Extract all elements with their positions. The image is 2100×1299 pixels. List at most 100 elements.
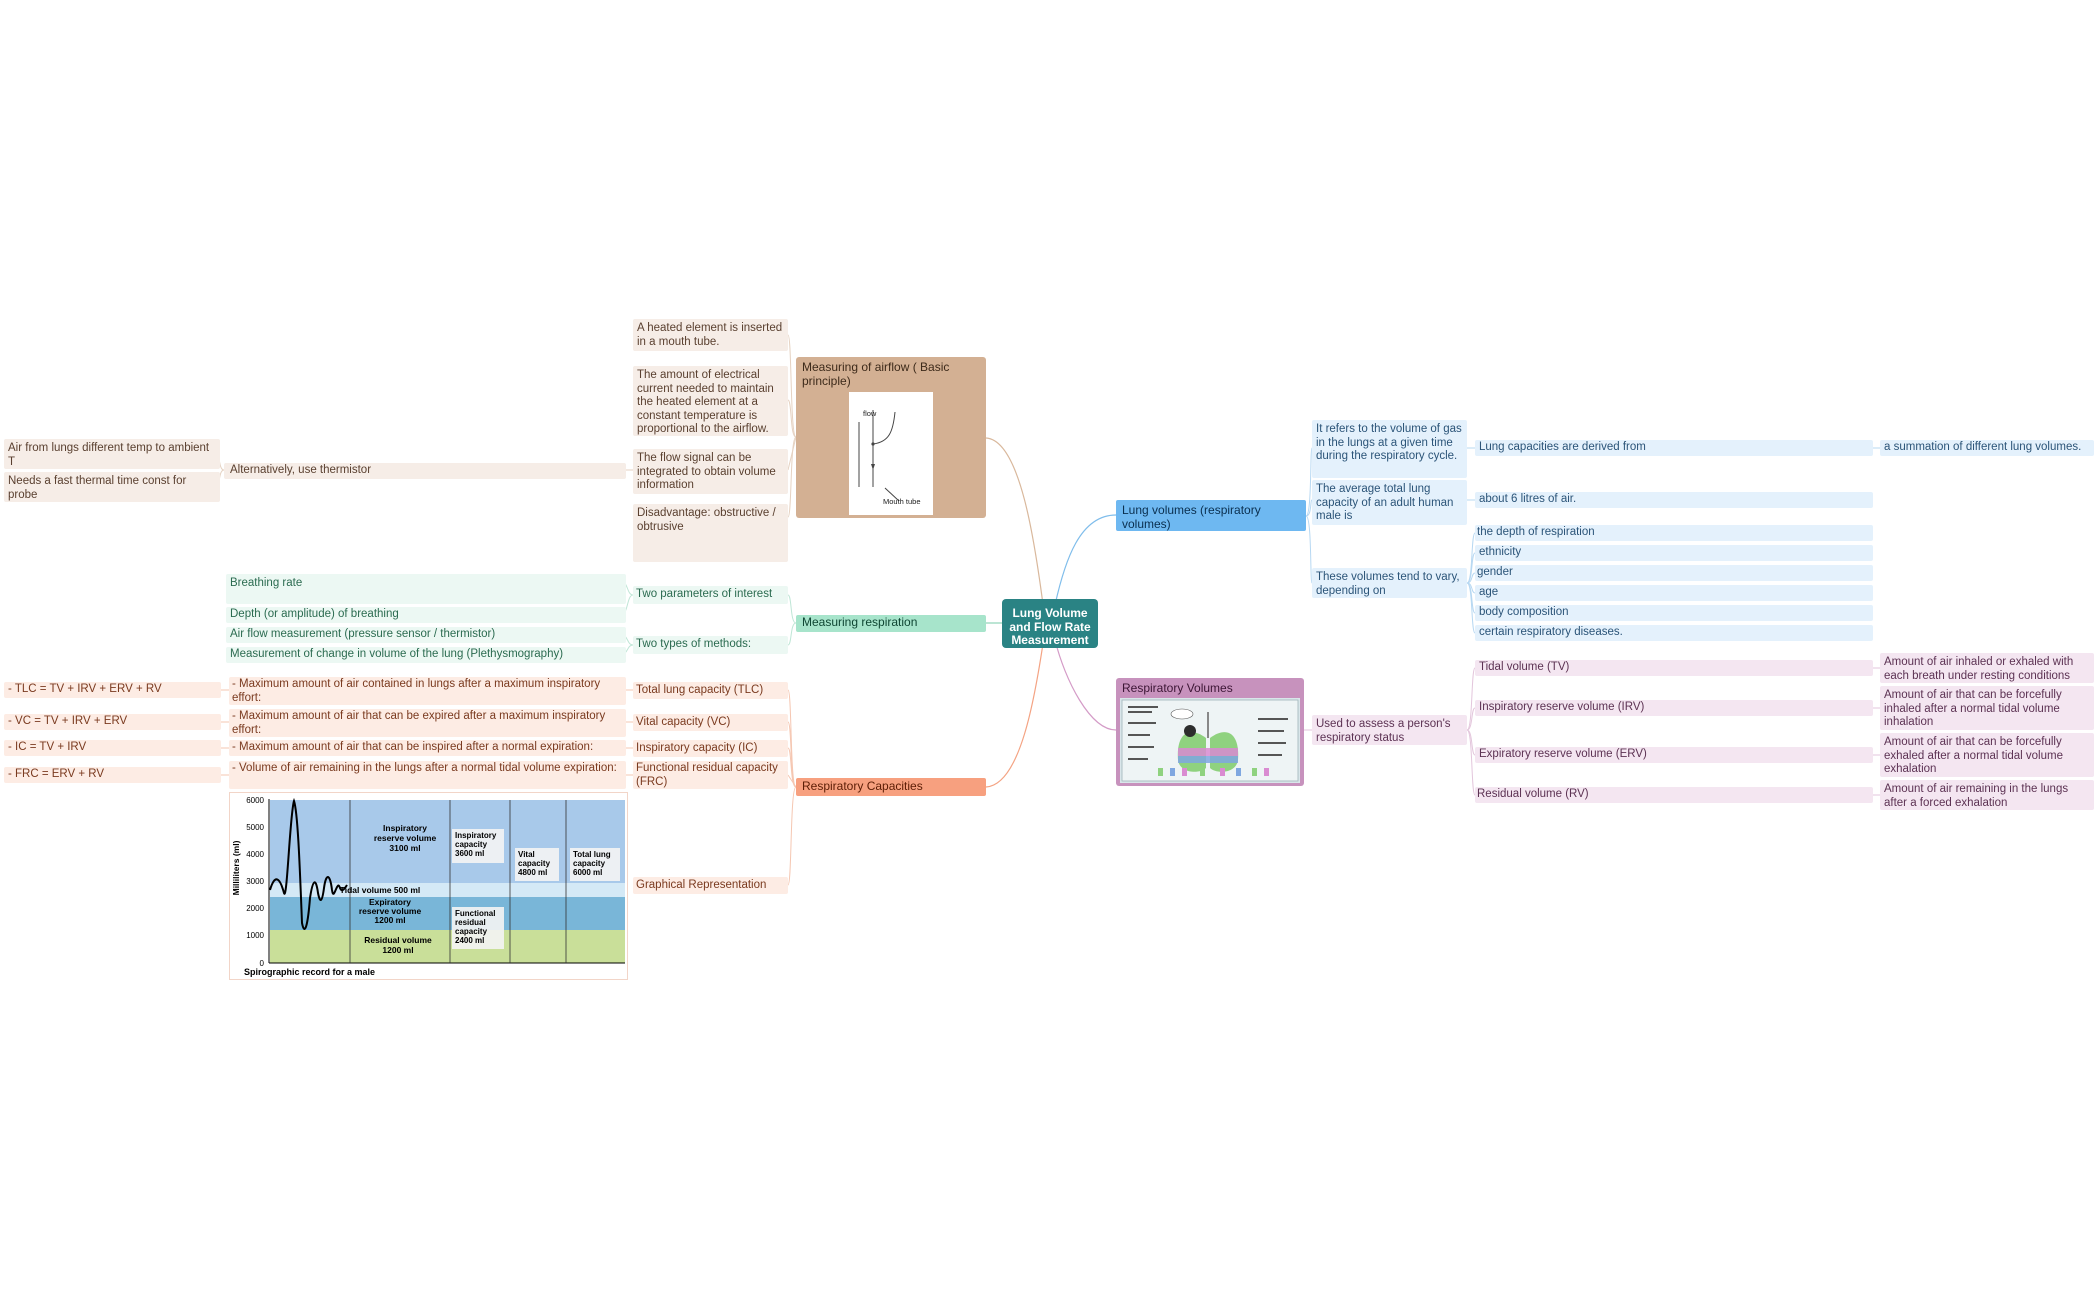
breath-trace (269, 797, 348, 930)
volumes-definition-text: It refers to the volume of gas in the lu… (1316, 423, 1462, 462)
thermistor-node[interactable]: Alternatively, use thermistor (224, 463, 626, 479)
rv-desc-residual-text: Amount of air remaining in the lungs aft… (1884, 783, 2069, 809)
volumes-derived-value-text: a summation of different lung volumes. (1884, 441, 2082, 453)
capacity-tlc[interactable]: Total lung capacity (TLC) (633, 682, 788, 699)
branch-respiratory-capacities-label: Respiratory Capacities (802, 779, 923, 793)
tidal-label: Tidal volume 500 ml (340, 885, 421, 895)
tidal-band (270, 883, 625, 897)
resp-volumes-usage[interactable]: Used to assess a person's respiratory st… (1312, 715, 1467, 745)
ytick-2000: 2000 (246, 904, 264, 913)
capacity-ic-desc[interactable]: - Maximum amount of air that can be insp… (229, 740, 626, 756)
rv-desc-erv[interactable]: Amount of air that can be forcefully exh… (1880, 733, 2094, 777)
ytick-6000: 6000 (246, 796, 264, 805)
central-topic[interactable]: Lung Volume and Flow Rate Measurement (1002, 599, 1098, 648)
respiration-parameters[interactable]: Two parameters of interest (633, 586, 788, 604)
tlc-label-1: Total lung (573, 850, 611, 859)
capacity-frc-desc[interactable]: - Volume of air remaining in the lungs a… (229, 761, 626, 789)
formula-ic[interactable]: - IC = TV + IRV (4, 740, 221, 756)
branch-lung-volumes[interactable]: Lung volumes (respiratory volumes) (1116, 500, 1306, 531)
factor-age-text: age (1479, 586, 1499, 598)
capacity-ic[interactable]: Inspiratory capacity (IC) (633, 740, 788, 757)
capacity-vc-text: Vital capacity (VC) (636, 716, 731, 728)
rv-item-irv-text: Inspiratory reserve volume (IRV) (1479, 701, 1645, 713)
airflow-item-heated-text: A heated element is inserted in a mouth … (637, 322, 783, 348)
irv-label-3: 3100 ml (389, 843, 420, 853)
formula-tlc[interactable]: - TLC = TV + IRV + ERV + RV (4, 682, 221, 698)
factor-gender[interactable]: gender (1475, 565, 1873, 581)
thermistor-note-time[interactable]: Needs a fast thermal time const for prob… (4, 472, 220, 502)
rv-label-2: 1200 ml (382, 945, 413, 955)
volumes-derived-value[interactable]: a summation of different lung volumes. (1880, 440, 2094, 456)
volumes-average-value[interactable]: about 6 litres of air. (1475, 492, 1873, 508)
graphical-representation[interactable]: Graphical Representation (633, 877, 788, 894)
ytick-1000: 1000 (246, 931, 264, 940)
airflow-item-flow-signal-text: The flow signal can be integrated to obt… (637, 452, 776, 491)
tlc-label-3: 6000 ml (573, 868, 602, 877)
factor-ethnicity[interactable]: ethnicity (1475, 545, 1873, 561)
frc-label-3: capacity (455, 927, 488, 936)
ytick-0: 0 (260, 959, 265, 968)
capacity-vc[interactable]: Vital capacity (VC) (633, 714, 788, 731)
airflow-item-current[interactable]: The amount of electrical current needed … (633, 366, 788, 436)
volumes-average-value-text: about 6 litres of air. (1479, 493, 1577, 505)
factor-diseases[interactable]: certain respiratory diseases. (1475, 625, 1873, 641)
rv-desc-irv[interactable]: Amount of air that can be forcefully inh… (1880, 686, 2094, 730)
factor-depth[interactable]: the depth of respiration (1475, 525, 1873, 541)
method-plethysmography[interactable]: Measurement of change in volume of the l… (226, 647, 626, 663)
spirogram-image: 6000 5000 4000 3000 2000 1000 0 Millilit… (229, 792, 628, 980)
rv-item-erv[interactable]: Expiratory reserve volume (ERV) (1475, 747, 1873, 763)
capacity-tlc-desc[interactable]: - Maximum amount of air contained in lun… (229, 677, 626, 705)
parameter-breathing-rate[interactable]: Breathing rate (226, 574, 626, 604)
factor-age[interactable]: age (1475, 585, 1873, 601)
method-air-flow[interactable]: Air flow measurement (pressure sensor / … (226, 627, 626, 643)
capacity-vc-desc[interactable]: - Maximum amount of air that can be expi… (229, 709, 626, 737)
factor-gender-text: gender (1477, 566, 1513, 578)
ytick-4000: 4000 (246, 850, 264, 859)
volumes-vary[interactable]: These volumes tend to vary, depending on (1312, 568, 1467, 598)
vc-label-2: capacity (518, 859, 551, 868)
rv-item-residual[interactable]: Residual volume (RV) (1475, 787, 1873, 803)
volumes-average[interactable]: The average total lung capacity of an ad… (1312, 480, 1467, 525)
parameter-depth[interactable]: Depth (or amplitude) of breathing (226, 607, 626, 623)
branch-respiratory-volumes-label: Respiratory Volumes (1122, 681, 1233, 695)
thermistor-note-temp[interactable]: Air from lungs different temp to ambient… (4, 439, 220, 469)
rv-desc-residual[interactable]: Amount of air remaining in the lungs aft… (1880, 780, 2094, 810)
tlc-label-2: capacity (573, 859, 606, 868)
frc-label-1: Functional (455, 909, 495, 918)
volumes-derived[interactable]: Lung capacities are derived from (1475, 440, 1873, 456)
volumes-definition[interactable]: It refers to the volume of gas in the lu… (1312, 420, 1467, 478)
frc-label-2: residual (455, 918, 486, 927)
formula-vc[interactable]: - VC = TV + IRV + ERV (4, 714, 221, 730)
capacity-ic-text: Inspiratory capacity (IC) (636, 742, 758, 754)
respiration-methods-text: Two types of methods: (636, 638, 752, 650)
airflow-item-flow-signal[interactable]: The flow signal can be integrated to obt… (633, 449, 788, 494)
mouth-tube-label: Mouth tube (883, 497, 921, 506)
rv-desc-tidal[interactable]: Amount of air inhaled or exhaled with ea… (1880, 653, 2094, 683)
formula-frc[interactable]: - FRC = ERV + RV (4, 767, 221, 783)
graphical-representation-text: Graphical Representation (636, 879, 767, 891)
volumes-derived-text: Lung capacities are derived from (1479, 441, 1646, 453)
airflow-item-current-text: The amount of electrical current needed … (637, 369, 774, 435)
airflow-item-disadvantage[interactable]: Disadvantage: obstructive / obtrusive (633, 504, 788, 562)
volumes-vary-text: These volumes tend to vary, depending on (1316, 571, 1460, 597)
formula-ic-text: - IC = TV + IRV (8, 741, 87, 753)
capacity-frc[interactable]: Functional residual capacity (FRC) (633, 761, 788, 789)
respiration-parameters-text: Two parameters of interest (636, 588, 773, 600)
rv-item-tidal[interactable]: Tidal volume (TV) (1475, 660, 1873, 676)
airflow-item-disadvantage-text: Disadvantage: obstructive / obtrusive (637, 507, 776, 533)
thermistor-node-text: Alternatively, use thermistor (230, 464, 372, 476)
rv-item-irv[interactable]: Inspiratory reserve volume (IRV) (1475, 700, 1873, 716)
airflow-item-heated[interactable]: A heated element is inserted in a mouth … (633, 319, 788, 351)
rv-desc-irv-text: Amount of air that can be forcefully inh… (1884, 689, 2062, 728)
branch-respiratory-capacities[interactable]: Respiratory Capacities (796, 778, 986, 796)
capacity-ic-desc-text: - Maximum amount of air that can be insp… (232, 741, 594, 753)
frc-label-4: 2400 ml (455, 936, 484, 945)
respiration-methods[interactable]: Two types of methods: (633, 636, 788, 654)
branch-measuring-respiration[interactable]: Measuring respiration (796, 615, 986, 632)
factor-body-composition[interactable]: body composition (1475, 605, 1873, 621)
capacity-tlc-text: Total lung capacity (TLC) (636, 684, 764, 696)
volumes-average-text: The average total lung capacity of an ad… (1316, 483, 1454, 522)
branch-measuring-airflow-label: Measuring of airflow ( Basic principle) (802, 360, 950, 388)
capacity-frc-text: Functional residual capacity (FRC) (636, 762, 778, 788)
